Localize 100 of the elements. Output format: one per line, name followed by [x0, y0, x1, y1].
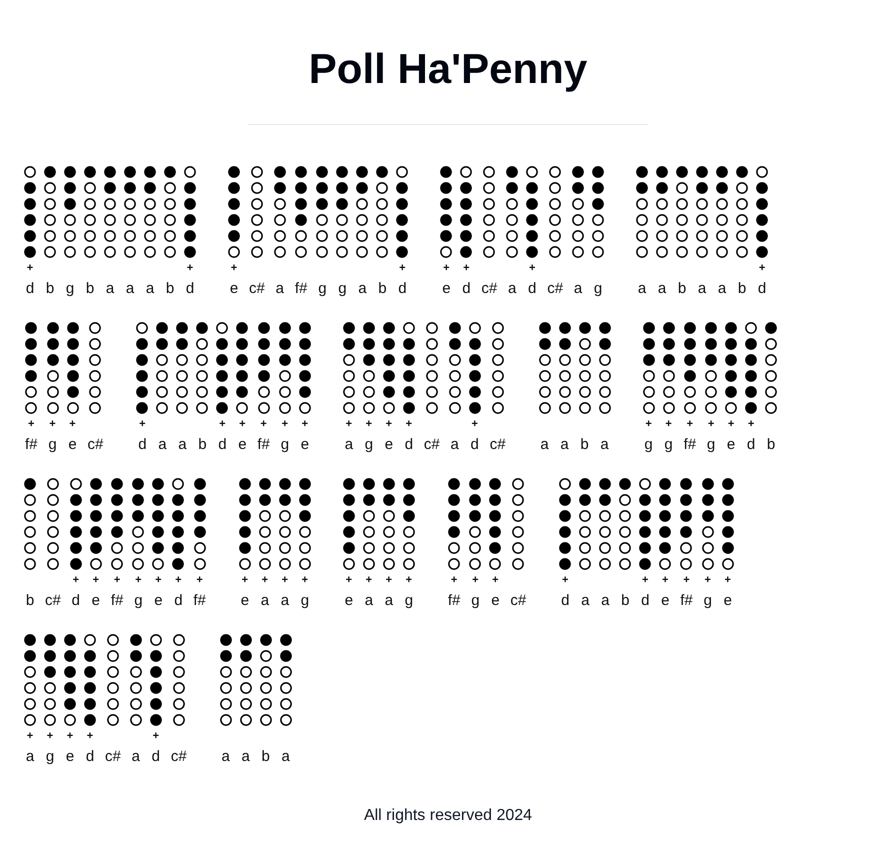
octave-mark: + [28, 418, 34, 430]
octave-mark: + [708, 418, 714, 430]
note-name: c# [170, 748, 188, 766]
octave-mark: + [242, 574, 248, 586]
octave-mark: + [69, 418, 76, 430]
note-name: d [461, 280, 472, 298]
note-name: a [144, 280, 156, 298]
note-name: b [197, 436, 208, 454]
note-name: a [599, 436, 610, 454]
note-name: a [696, 280, 708, 298]
note-name: e [726, 436, 736, 454]
note-name: e [90, 592, 102, 610]
note-name: g [404, 592, 414, 610]
note-name: g [702, 592, 713, 610]
note-name: d [756, 280, 768, 298]
note-name: d [137, 436, 148, 454]
octave-mark: + [66, 730, 74, 742]
octave-mark: + [562, 574, 568, 586]
note-name: b [24, 592, 36, 610]
note-name: b [766, 436, 776, 454]
note-name: c# [86, 436, 104, 454]
note-name: g [44, 748, 56, 766]
octave-mark: + [72, 574, 80, 586]
note-name: f# [679, 592, 694, 610]
note-name: g [317, 280, 328, 298]
octave-mark: + [302, 574, 308, 586]
note-name: d [184, 280, 196, 298]
octave-mark: + [230, 262, 238, 274]
note-name: f# [682, 436, 698, 454]
note-name: g [300, 592, 310, 610]
octave-mark: + [114, 574, 120, 586]
note-name: e [153, 592, 164, 610]
note-name: f# [294, 280, 308, 298]
note-name: c# [488, 436, 507, 454]
note-name: a [24, 748, 36, 766]
note-name: a [130, 748, 142, 766]
note-name: a [384, 592, 394, 610]
note-name: c# [248, 280, 266, 298]
octave-mark: + [175, 574, 182, 586]
note-name: g [592, 280, 604, 298]
octave-mark: + [262, 574, 268, 586]
note-name: c# [546, 280, 564, 298]
note-name: a [240, 748, 251, 766]
note-name: d [150, 748, 162, 766]
note-name: a [280, 748, 291, 766]
note-name: a [656, 280, 668, 298]
note-name: a [600, 592, 610, 610]
note-name: a [104, 280, 116, 298]
octave-mark: + [472, 418, 478, 430]
note-name: a [280, 592, 290, 610]
note-name: e [722, 592, 733, 610]
note-name: f# [256, 436, 271, 454]
note-name: e [441, 280, 452, 298]
note-name: d [640, 592, 650, 610]
note-name: b [620, 592, 630, 610]
note-name: g [643, 436, 654, 454]
note-name: b [164, 280, 176, 298]
note-name: e [344, 592, 354, 610]
octave-mark: + [139, 418, 146, 430]
title: Poll Ha'Penny [308, 44, 588, 94]
note-name: g [280, 436, 290, 454]
note-name: g [64, 280, 76, 298]
note-name: a [539, 436, 550, 454]
octave-mark: + [472, 574, 479, 586]
octave-mark: + [399, 262, 406, 274]
octave-mark: + [346, 574, 352, 586]
octave-mark: + [26, 262, 34, 274]
octave-mark: + [302, 418, 308, 430]
octave-mark: + [704, 574, 711, 586]
octave-mark: + [748, 418, 754, 430]
note-name: e [64, 748, 76, 766]
note-name: a [572, 280, 584, 298]
octave-mark: + [642, 574, 648, 586]
octave-mark: + [728, 418, 734, 430]
octave-mark: + [463, 262, 470, 274]
copyright-notice: All rights reserved 2024 [362, 806, 534, 826]
octave-mark: + [282, 418, 288, 430]
note-name: b [377, 280, 388, 298]
note-name: c# [422, 436, 441, 454]
octave-mark: + [528, 262, 536, 274]
note-name: d [397, 280, 408, 298]
octave-mark: + [450, 574, 458, 586]
note-name: e [384, 436, 394, 454]
octave-mark: + [26, 730, 34, 742]
note-name: a [364, 592, 374, 610]
note-name: f# [192, 592, 207, 610]
note-name: d [746, 436, 756, 454]
note-name: g [337, 280, 348, 298]
note-name: d [527, 280, 538, 298]
note-name: d [560, 592, 570, 610]
note-name: b [44, 280, 56, 298]
note-name: a [636, 280, 648, 298]
note-name: d [404, 436, 414, 454]
octave-mark: + [366, 418, 372, 430]
note-name: a [260, 592, 270, 610]
note-name: g [663, 436, 674, 454]
note-name: a [177, 436, 188, 454]
note-name: e [237, 436, 248, 454]
octave-mark: + [386, 574, 392, 586]
octave-mark: + [492, 574, 499, 586]
